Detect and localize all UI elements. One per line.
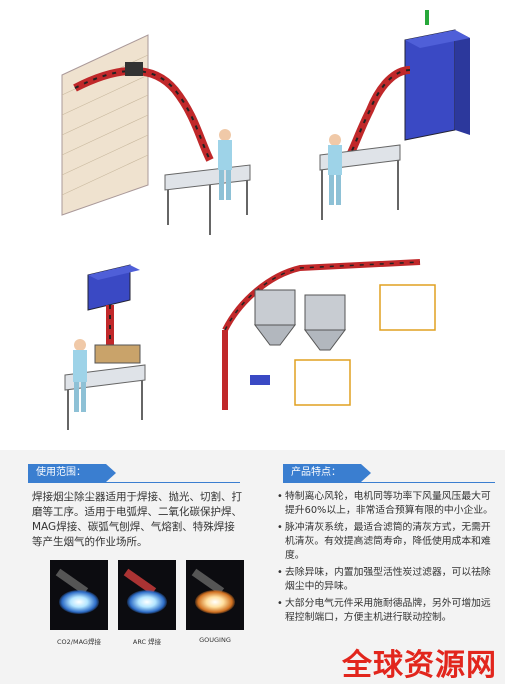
caption-gouging: GOUGING: [199, 636, 231, 644]
features-section: 产品特点： 特制离心风轮，电机同等功率下风量风压最大可提升60%以上，非常适合预…: [255, 452, 505, 679]
features-heading: 产品特点：: [283, 464, 371, 482]
mobile-extraction-scene: [319, 10, 470, 220]
caption-co2-mag: CO2/MAG焊接: [57, 638, 101, 646]
features-divider: [283, 482, 495, 483]
arc-welding-photo: [118, 560, 176, 630]
usage-description: 焊接烟尘除尘器适用于焊接、抛光、切割、打磨等工序。适用于电弧焊、二氧化碳保护焊、…: [32, 491, 242, 548]
feature-item: 脉冲清灰系统，最适合滤筒的清灰方式，无需开机清灰。有效提高滤筒寿命，降低使用成本…: [277, 521, 499, 563]
central-system-scene: [222, 259, 436, 410]
usage-divider: [28, 482, 240, 483]
overhead-extraction-scene: [64, 264, 146, 430]
features-list: 特制离心风轮，电机同等功率下风量风压最大可提升60%以上，非常适合预算有限的中小…: [277, 490, 499, 628]
wall-mounted-extraction-scene: [61, 34, 251, 235]
usage-heading: 使用范围：: [28, 464, 116, 482]
usage-section: 使用范围： 焊接烟尘除尘器适用于焊接、抛光、切割、打磨等工序。适用于电弧焊、二氧…: [0, 452, 250, 679]
feature-item: 特制离心风轮，电机同等功率下风量风压最大可提升60%以上，非常适合预算有限的中小…: [277, 490, 499, 518]
gouging-photo: [186, 560, 244, 630]
feature-item: 去除异味，内置加强型活性炭过滤器，可以祛除烟尘中的异味。: [277, 566, 499, 594]
co2-mag-welding-photo: [50, 560, 108, 630]
caption-arc: ARC 焊接: [132, 638, 162, 646]
feature-item: 大部分电气元件采用施耐德品牌，另外可增加远程控制端口，方便主机进行联动控制。: [277, 597, 499, 625]
equipment-illustration: [0, 0, 505, 450]
watermark: 全球资源网: [342, 648, 497, 683]
